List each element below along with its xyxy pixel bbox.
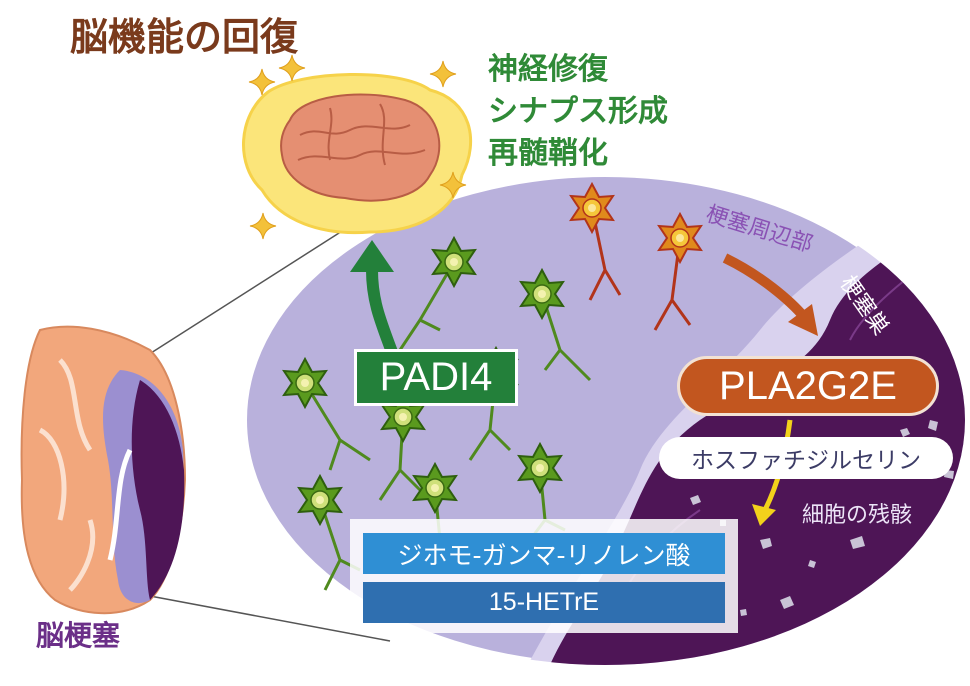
benefit-synapse-formation: シナプス形成 — [488, 94, 668, 129]
zoom-line-bottom — [149, 595, 391, 642]
sparkle-icon — [429, 60, 457, 88]
benefit-neural-repair: 神経修復 — [488, 52, 608, 87]
stroke-label: 脳梗塞 — [36, 619, 121, 652]
cell-debris-label: 細胞の残骸 — [802, 503, 913, 528]
brain-section-icon — [20, 325, 187, 615]
recovered-brain — [242, 73, 473, 235]
dgla-box: ジホモ-ガンマ-リノレン酸 — [363, 533, 725, 574]
green-up-arrow — [350, 240, 398, 355]
sparkle-icon — [249, 212, 277, 240]
padi4-box: PADI4 — [354, 349, 518, 406]
orange-arrow — [722, 253, 818, 336]
phosphatidylserine-box: ホスファチジルセリン — [659, 437, 953, 479]
brain-icon — [280, 93, 441, 202]
zoom-line-top — [139, 225, 351, 361]
hetre-box: 15-HETrE — [363, 582, 725, 623]
benefit-remyelination: 再髄鞘化 — [488, 136, 608, 171]
pla2g2e-box: PLA2G2E — [677, 356, 939, 416]
page-title: 脳機能の回復 — [70, 15, 299, 59]
